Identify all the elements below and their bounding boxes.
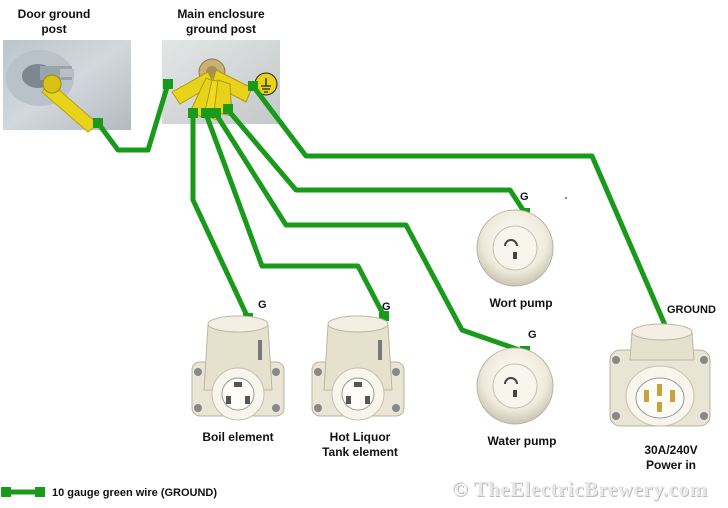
wire-to-hlt-element	[203, 111, 387, 319]
terminal-door	[93, 118, 103, 128]
watermark: © TheElectricBrewery.com	[452, 477, 708, 501]
terminal-enclosure-4	[223, 104, 233, 114]
wire-to-wort-pump	[225, 107, 528, 216]
door-ground-post-photo	[3, 40, 131, 133]
water-pump-g-label: G	[528, 329, 537, 341]
stray-dot	[564, 196, 568, 200]
terminal-enclosure-1	[188, 108, 198, 118]
main-enclosure-ground-post-label: Main enclosure ground post	[177, 7, 265, 36]
wire-to-boil-element	[190, 111, 251, 321]
wort-pump-g-label: G	[520, 191, 529, 203]
hlt-element-g-label: G	[382, 301, 391, 313]
wire-to-water-pump	[213, 111, 528, 355]
wort-pump-label: Wort pump	[489, 296, 553, 310]
legend-swatch	[1, 487, 45, 497]
hlt-element-label: Hot Liquor Tank element	[322, 430, 398, 459]
terminal-enclosure-5	[248, 81, 258, 91]
terminal-enclosure-2	[201, 108, 211, 118]
terminal-enclosure-in	[163, 79, 173, 89]
water-pump-label: Water pump	[487, 434, 557, 448]
terminal-hlt	[379, 311, 389, 321]
power-in-ground-label: GROUND	[667, 304, 716, 316]
wort-pump-receptacle	[476, 209, 554, 287]
boil-element-receptacle	[191, 315, 285, 421]
boil-element-g-label: G	[258, 299, 267, 311]
door-ground-post-label: Door ground post	[17, 7, 91, 36]
wire-door-to-enclosure	[95, 81, 171, 153]
hlt-element-receptacle	[311, 315, 405, 421]
boil-element-label: Boil element	[202, 430, 274, 444]
wire-to-power-in	[250, 83, 671, 335]
ground-wires	[95, 81, 671, 355]
terminal-enclosure-3	[211, 108, 221, 118]
legend-label: 10 gauge green wire (GROUND)	[52, 487, 218, 499]
water-pump-receptacle	[476, 347, 554, 425]
power-in-label: 30A/240V Power in	[644, 443, 698, 472]
power-inlet	[609, 323, 711, 427]
